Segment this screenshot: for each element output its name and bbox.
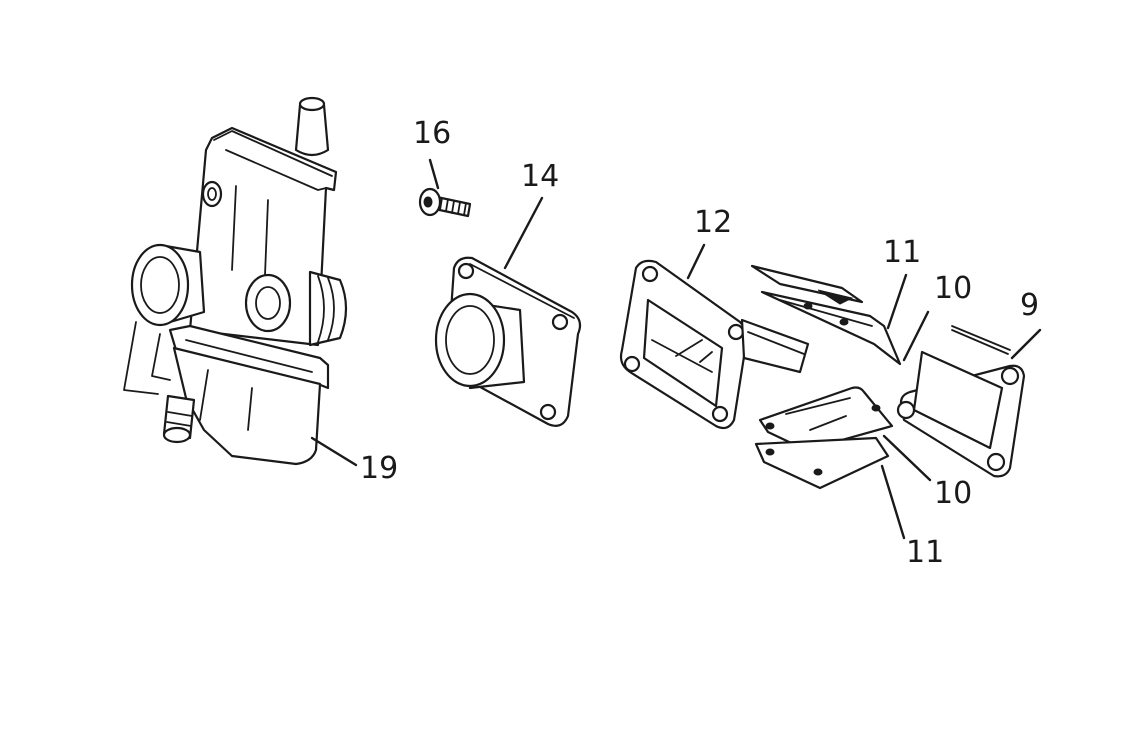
reed-petal-upper-part xyxy=(750,264,864,305)
leader-9 xyxy=(1010,328,1042,360)
callout-14: 14 xyxy=(521,159,559,194)
callout-19: 19 xyxy=(360,451,398,486)
callout-11-upper: 11 xyxy=(883,235,921,270)
leader-11-upper xyxy=(886,273,908,330)
callout-10-lower: 10 xyxy=(934,476,972,511)
callout-12: 12 xyxy=(694,205,732,240)
reed-petal-lower-part xyxy=(754,436,890,490)
callout-16: 16 xyxy=(413,116,451,151)
reed-block-part xyxy=(619,259,810,430)
screw-part xyxy=(418,187,472,218)
leader-11-lower xyxy=(880,464,906,540)
intake-manifold-part xyxy=(434,256,582,427)
reed-stop-upper-part xyxy=(760,290,902,366)
reed-stop-lower-part xyxy=(758,386,894,452)
leader-10-lower xyxy=(882,434,932,482)
callout-labels: 19 16 14 12 11 10 9 10 11 xyxy=(360,116,1039,570)
leader-14 xyxy=(503,196,544,270)
leader-lines xyxy=(310,158,1042,540)
leader-10-upper xyxy=(902,310,930,362)
callout-11-lower: 11 xyxy=(906,535,944,570)
callout-9: 9 xyxy=(1020,288,1039,323)
leader-19 xyxy=(310,436,358,467)
gasket-part xyxy=(896,325,1026,478)
callout-10-upper: 10 xyxy=(934,271,972,306)
leader-16 xyxy=(428,158,440,190)
carburetor-part xyxy=(123,96,348,466)
leader-12 xyxy=(686,243,706,280)
